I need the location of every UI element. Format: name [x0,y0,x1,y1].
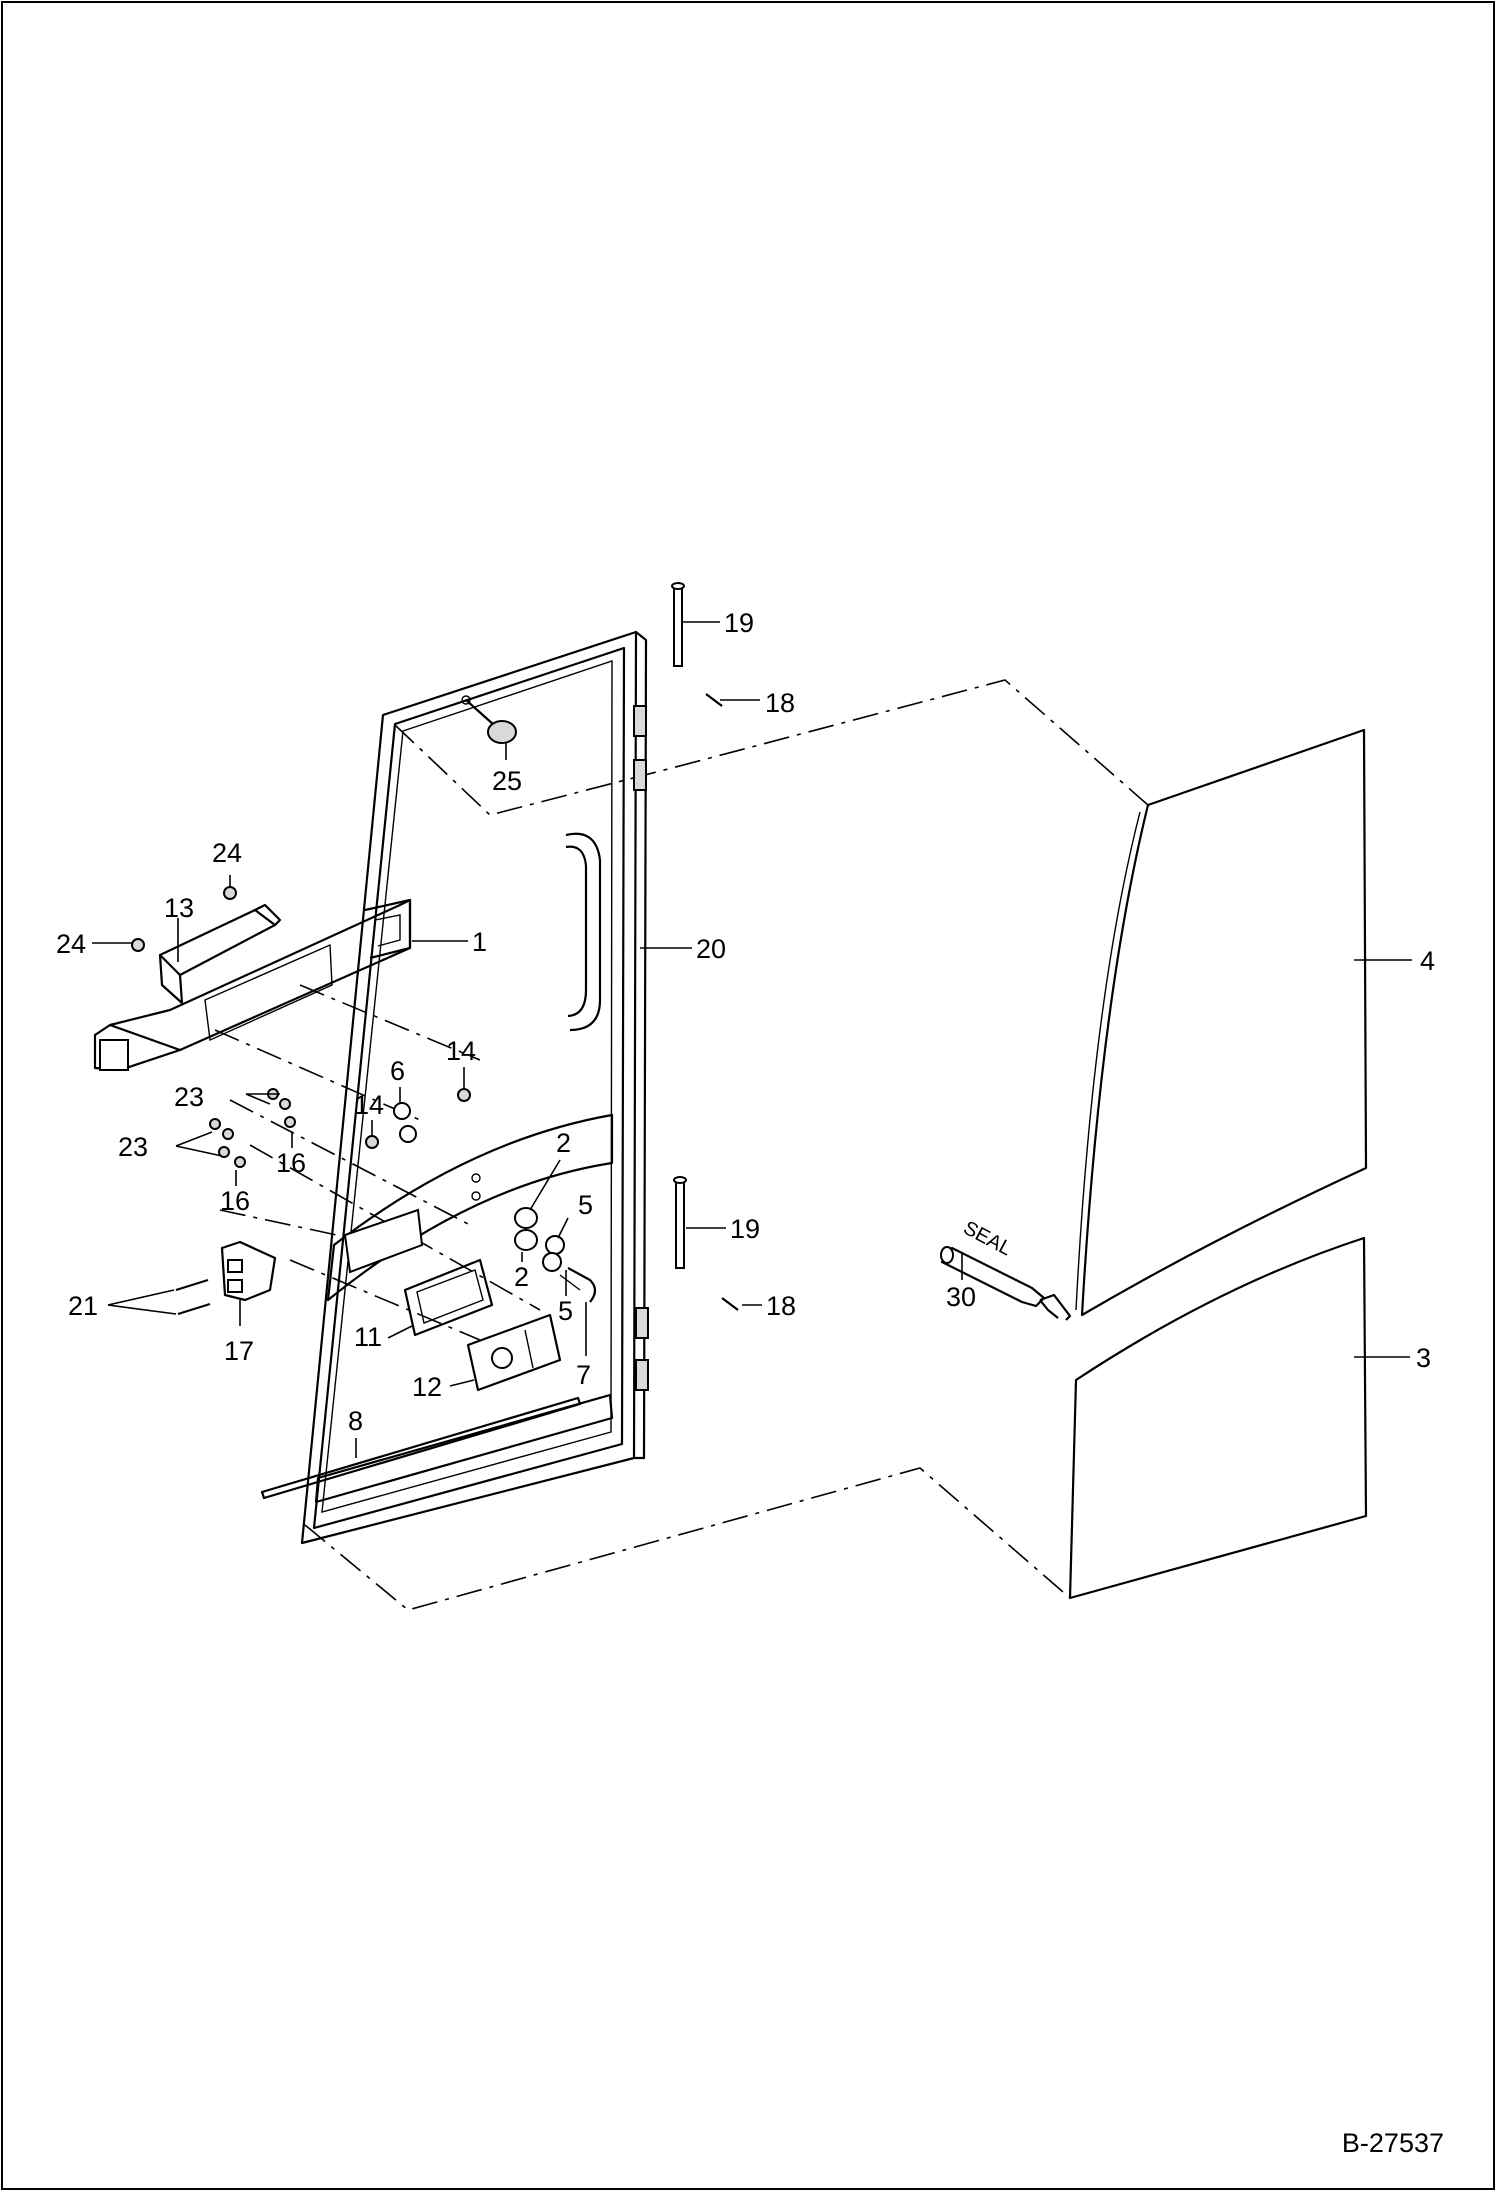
callout-1: 1 [472,927,487,957]
part-3-lower-glass [1068,1236,1368,1600]
callout-14-left: 14 [354,1090,384,1120]
callout-20: 20 [696,934,726,964]
part-1-latch-housing [93,898,412,1072]
part-24-screws [131,886,237,952]
callout-13: 13 [164,893,194,923]
callout-8: 8 [348,1406,363,1436]
leader-lines [92,621,1412,1458]
door-frame [300,630,649,1545]
callout-12: 12 [412,1372,442,1402]
callout-18-lower: 18 [766,1291,796,1321]
callout-18-top: 18 [765,688,795,718]
callout-4: 4 [1420,946,1435,976]
part-11-recess [403,1258,494,1337]
callout-23-upper: 23 [174,1082,204,1112]
callout-21: 21 [68,1291,98,1321]
callout-23-lower: 23 [118,1132,148,1162]
callout-19-lower: 19 [730,1214,760,1244]
part-17-striker [175,1240,277,1316]
latch-pieces [514,1207,597,1303]
drawing-reference-code: B-27537 [1342,2128,1444,2158]
part-13-handle [158,903,282,1005]
part-8-seal-strip [260,1396,582,1500]
callout-24-left: 24 [56,929,86,959]
callout-24-top: 24 [212,838,242,868]
callout-25: 25 [492,766,522,796]
callout-labels: 19 18 25 24 13 24 1 20 4 14 6 14 23 16 2… [56,608,1435,1436]
callout-3: 3 [1416,1343,1431,1373]
assembly-guide-lines [214,679,1149,1611]
callout-2-lower: 2 [514,1262,529,1292]
callout-5-lower: 5 [558,1296,573,1326]
callout-6: 6 [390,1056,405,1086]
part-4-upper-glass [1075,728,1368,1317]
callout-30: 30 [946,1282,976,1312]
callout-16-lower: 16 [220,1186,250,1216]
callout-7: 7 [576,1360,591,1390]
callout-16-upper: 16 [276,1148,306,1178]
callout-5-upper: 5 [578,1190,593,1220]
callout-14-right: 14 [446,1036,476,1066]
hinge-pins [671,582,739,1311]
callout-11: 11 [354,1322,382,1352]
part-25-bumper [461,695,517,744]
callout-17: 17 [224,1336,254,1366]
seal-label: SEAL [960,1217,1015,1260]
part-12-lock [466,1313,562,1392]
small-fasteners [209,1088,471,1168]
callout-19-top: 19 [724,608,754,638]
callout-2-upper: 2 [556,1128,571,1158]
